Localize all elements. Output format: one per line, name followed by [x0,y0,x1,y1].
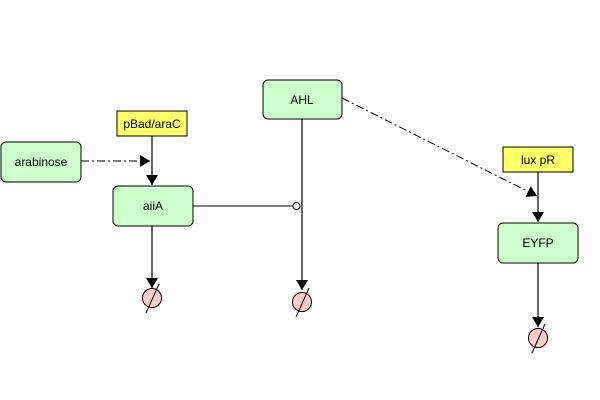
node-lux-pr-label: lux pR [521,153,555,167]
node-aiia-label: aiiA [143,199,163,213]
node-ahl[interactable]: AHL [262,79,343,120]
node-pbad-arac-label: pBad/araC [123,117,181,131]
node-pbad-arac[interactable]: pBad/araC [116,110,188,137]
inhibition-circle-icon [292,202,301,210]
degradation-ahl-icon[interactable] [292,287,312,318]
degradation-aiia-icon[interactable] [142,283,162,314]
node-eyfp[interactable]: EYFP [497,222,579,264]
node-lux-pr[interactable]: lux pR [502,146,574,173]
edge-ahl-luxpr [341,97,538,197]
degradation-eyfp-icon[interactable] [528,323,548,354]
node-aiia[interactable]: aiiA [112,185,194,227]
node-ahl-label: AHL [290,93,314,107]
node-arabinose[interactable]: arabinose [0,141,82,183]
node-eyfp-label: EYFP [522,236,553,250]
node-arabinose-label: arabinose [15,155,68,169]
